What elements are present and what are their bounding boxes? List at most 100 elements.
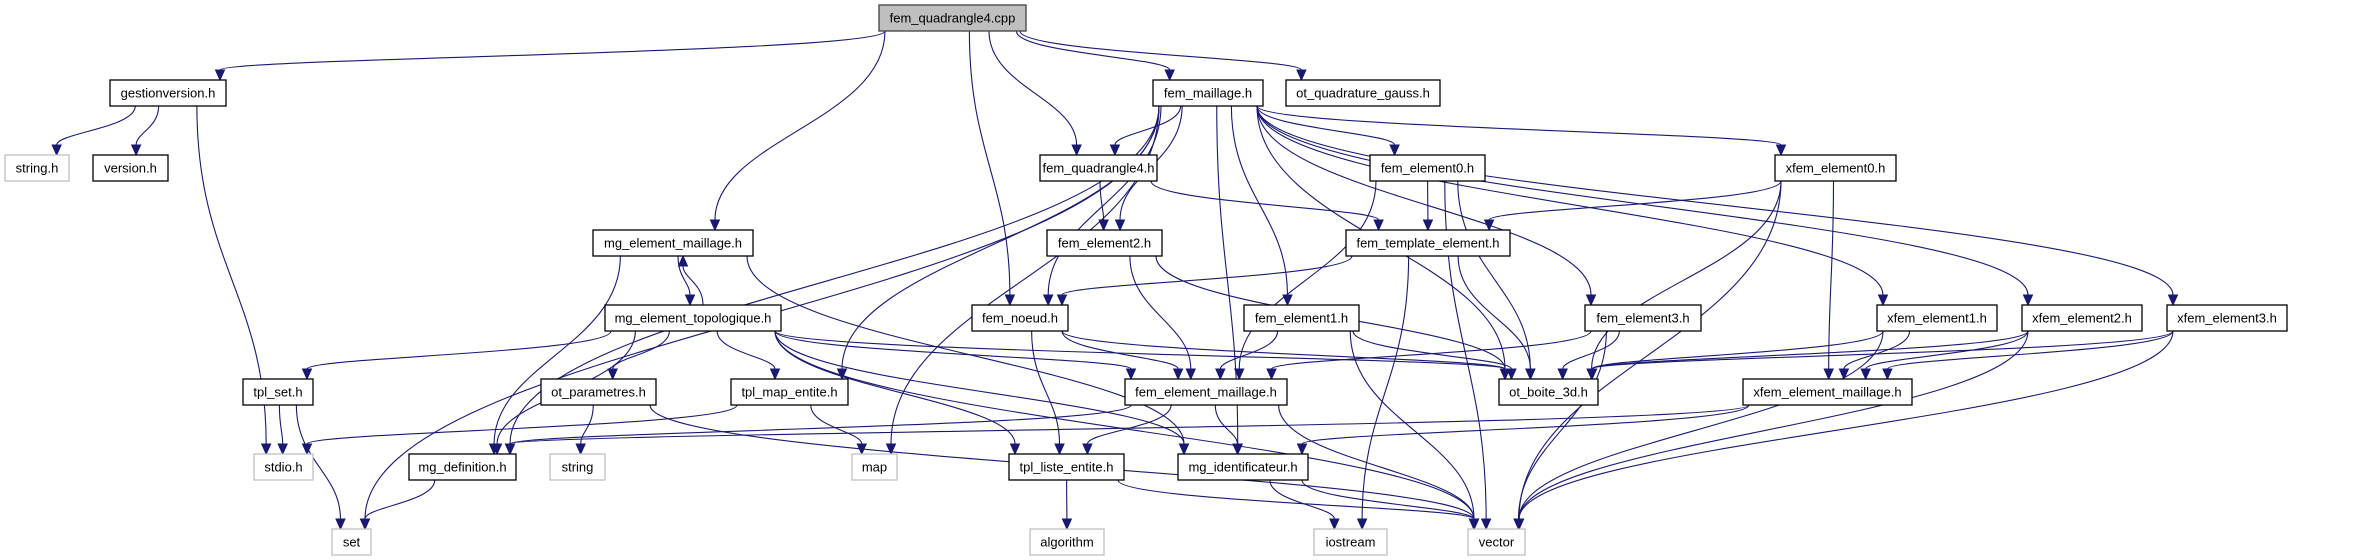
edge-mg_element_maillage_h-to-mg_identificateur_h: [746, 255, 1185, 445]
arrowhead-tpl_set_h-to-set: [335, 518, 346, 531]
arrowhead-fem_noeud_h-to-ot_boite_3d_h: [1499, 368, 1511, 381]
node-xfem-element3-h[interactable]: xfem_element3.h: [2166, 304, 2288, 332]
edge-fem_element1_h-to-vector: [1349, 330, 1475, 520]
node-gestionversion-h[interactable]: gestionversion.h: [109, 79, 227, 107]
node-box[interactable]: [604, 304, 782, 332]
node-box[interactable]: [1369, 154, 1486, 182]
node-fem-noeud-h[interactable]: fem_noeud.h: [971, 304, 1069, 332]
arrowhead-fem_quadrangle4_cpp-to-ot_quadrature_gauss_h: [1296, 69, 1307, 82]
node-mg-element-maillage-h[interactable]: mg_element_maillage.h: [592, 229, 754, 257]
node-box[interactable]: [242, 378, 314, 406]
node-label: algorithm: [1040, 535, 1093, 550]
edge-gestionversion_h-to-version_h: [135, 105, 160, 146]
edge-tpl_map_entite_h-to-stdio_h: [306, 404, 738, 445]
edge-fem_maillage_h-to-fem_quadrangle4_h: [1114, 105, 1182, 146]
node-box[interactable]: [1039, 154, 1158, 182]
edge-fem_maillage_h-to-fem_noeud_h: [1047, 105, 1162, 296]
node-box[interactable]: [1742, 378, 1913, 406]
node-box[interactable]: [2021, 304, 2143, 332]
node-mg-element-topologique-h[interactable]: mg_element_topologique.h: [604, 304, 782, 332]
node-fem-quadrangle4-h[interactable]: fem_quadrangle4.h: [1039, 154, 1158, 182]
node-box[interactable]: [1584, 304, 1702, 332]
arrowhead-mg_element_topologique_h-to-tpl_map_entite_h: [769, 368, 781, 381]
node-box[interactable]: [92, 154, 169, 182]
node-box[interactable]: [408, 453, 517, 481]
node-box[interactable]: [540, 378, 657, 406]
edge-fem_quadrangle4_h-to-fem_element2_h: [1099, 180, 1105, 221]
node-fem-quadrangle4-cpp[interactable]: fem_quadrangle4.cpp: [878, 4, 1027, 32]
node-label: iostream: [1326, 535, 1376, 550]
node-string: string: [549, 453, 606, 481]
node-box[interactable]: [1285, 79, 1441, 107]
node-box[interactable]: [1152, 79, 1264, 107]
node-xfem-element1-h[interactable]: xfem_element1.h: [1876, 304, 1998, 332]
node-xfem-element0-h[interactable]: xfem_element0.h: [1774, 154, 1897, 182]
arrowhead-tpl_set_h-to-stdio_h: [277, 443, 288, 456]
node-box[interactable]: [878, 4, 1027, 32]
node-fem-maillage-h[interactable]: fem_maillage.h: [1152, 79, 1264, 107]
edge-mg_element_topologique_h-to-vector: [774, 330, 1475, 520]
node-label: fem_noeud.h: [982, 311, 1058, 326]
edge-tpl_map_entite_h-to-map: [810, 404, 863, 445]
node-label: ot_quadrature_gauss.h: [1296, 86, 1430, 101]
node-ot-quadrature-gauss-h[interactable]: ot_quadrature_gauss.h: [1285, 79, 1441, 107]
node-label: fem_element1.h: [1255, 311, 1348, 326]
node-mg-definition-h[interactable]: mg_definition.h: [408, 453, 517, 481]
node-tpl-map-entite-h[interactable]: tpl_map_entite.h: [730, 378, 849, 406]
arrowhead-ot_parametres_h-to-string: [575, 443, 586, 456]
node-box[interactable]: [1345, 229, 1511, 257]
node-label: xfem_element1.h: [1887, 311, 1987, 326]
node-box[interactable]: [109, 79, 227, 107]
node-ot-boite-3d-h[interactable]: ot_boite_3d.h: [1498, 378, 1599, 406]
node-label: fem_element_maillage.h: [1135, 385, 1277, 400]
node-box[interactable]: [730, 378, 849, 406]
node-tpl-liste-entite-h[interactable]: tpl_liste_entite.h: [1008, 453, 1125, 481]
node-label: string.h: [16, 161, 59, 176]
node-version-h[interactable]: version.h: [92, 154, 169, 182]
node-label: fem_element3.h: [1596, 311, 1689, 326]
edge-fem_template_element_h-to-fem_noeud_h: [1061, 255, 1353, 296]
arrowhead-xfem_element3_h-to-ot_boite_3d_h: [1586, 368, 1598, 381]
edge-mg_element_topologique_h-to-mg_identificateur_h: [774, 330, 1185, 445]
node-box[interactable]: [2166, 304, 2288, 332]
node-fem-element1-h[interactable]: fem_element1.h: [1243, 304, 1360, 332]
arrowhead-fem_element2_h-to-fem_element_maillage_h: [1185, 368, 1197, 381]
node-box[interactable]: [1177, 453, 1309, 481]
edge-xfem_element3_h-to-vector: [1518, 330, 2174, 520]
node-fem-element3-h[interactable]: fem_element3.h: [1584, 304, 1702, 332]
node-label: mg_definition.h: [418, 460, 506, 475]
arrowhead-gestionversion_h-to-version_h: [130, 144, 142, 157]
arrowhead-fem_maillage_h-to-fem_element3_h: [1585, 294, 1597, 307]
node-fem-element2-h[interactable]: fem_element2.h: [1046, 229, 1163, 257]
node-box[interactable]: [1243, 304, 1360, 332]
arrowhead-fem_element0_h-to-fem_template_element_h: [1422, 219, 1434, 232]
node-label: string: [562, 460, 594, 475]
node-box[interactable]: [1774, 154, 1897, 182]
arrowhead-fem_maillage_h-to-xfem_element3_h: [2167, 294, 2179, 307]
node-fem-element-maillage-h[interactable]: fem_element_maillage.h: [1124, 378, 1288, 406]
node-box: [1467, 528, 1526, 556]
node-box[interactable]: [1046, 229, 1163, 257]
edge-xfem_element0_h-to-ot_boite_3d_h: [1591, 180, 1782, 370]
node-xfem-element-maillage-h[interactable]: xfem_element_maillage.h: [1742, 378, 1913, 406]
node-box[interactable]: [592, 229, 754, 257]
arrowhead-mg_element_topologique_h-to-fem_element_maillage_h: [1125, 368, 1137, 381]
node-xfem-element2-h[interactable]: xfem_element2.h: [2021, 304, 2143, 332]
node-ot-parametres-h[interactable]: ot_parametres.h: [540, 378, 657, 406]
node-label: fem_quadrangle4.h: [1042, 161, 1154, 176]
node-fem-element0-h[interactable]: fem_element0.h: [1369, 154, 1486, 182]
arrowhead-mg_element_topologique_h-to-tpl_liste_entite_h: [1009, 443, 1021, 456]
node-box[interactable]: [1124, 378, 1288, 406]
node-mg-identificateur-h[interactable]: mg_identificateur.h: [1177, 453, 1309, 481]
edge-tpl_set_h-to-stdio_h: [278, 404, 284, 445]
node-box[interactable]: [1498, 378, 1599, 406]
node-label: fem_maillage.h: [1164, 86, 1252, 101]
node-label: fem_quadrangle4.cpp: [890, 11, 1016, 26]
arrowhead-fem_noeud_h-to-tpl_liste_entite_h: [1054, 443, 1065, 456]
node-box[interactable]: [971, 304, 1069, 332]
edge-fem_quadrangle4_cpp-to-mg_element_maillage_h: [714, 30, 886, 221]
node-tpl-set-h[interactable]: tpl_set.h: [242, 378, 314, 406]
node-box[interactable]: [1876, 304, 1998, 332]
node-box[interactable]: [1008, 453, 1125, 481]
node-fem-template-element-h[interactable]: fem_template_element.h: [1345, 229, 1511, 257]
